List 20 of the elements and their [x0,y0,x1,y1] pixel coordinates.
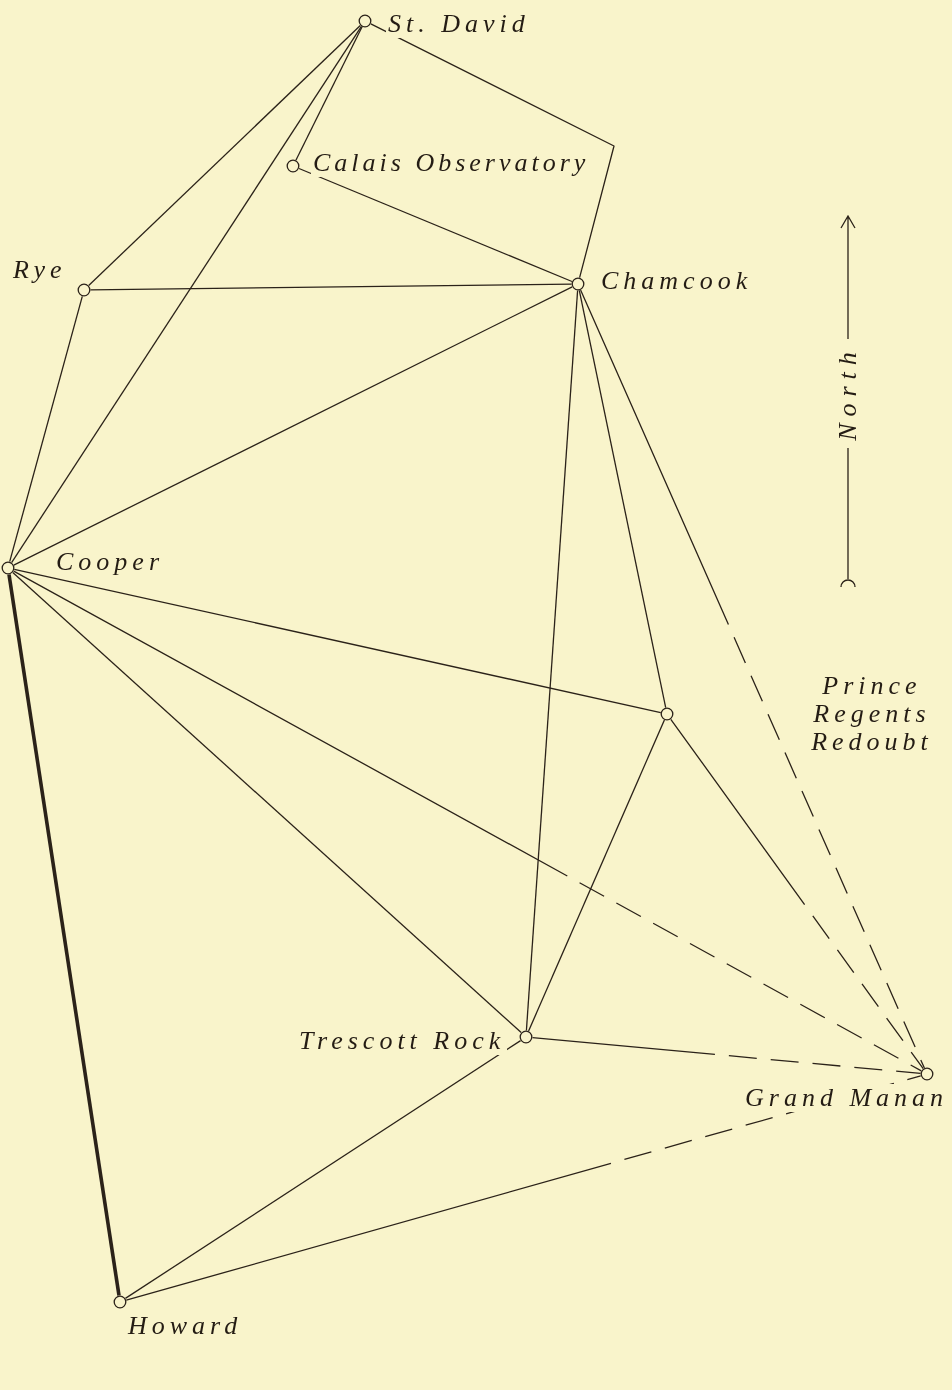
survey-line [9,295,83,563]
survey-line [525,289,579,1032]
thick-survey-line [7,574,121,1296]
survey-line [13,286,573,566]
survey-line [527,719,666,1032]
survey-line [10,25,363,564]
survey-line [578,289,667,709]
survey-line [12,571,522,1034]
dashed-survey-line [670,718,924,1070]
survey-line [89,283,573,291]
dashed-survey-line [13,570,922,1072]
dashed-survey-line [579,289,926,1069]
survey-line [370,23,615,279]
survey-line [88,24,361,287]
survey-line [298,167,573,283]
dashed-survey-line [531,1036,922,1075]
dashed-survey-line [125,1075,922,1301]
survey-line [295,26,363,161]
survey-line [124,1039,522,1300]
survey-line [13,568,662,714]
